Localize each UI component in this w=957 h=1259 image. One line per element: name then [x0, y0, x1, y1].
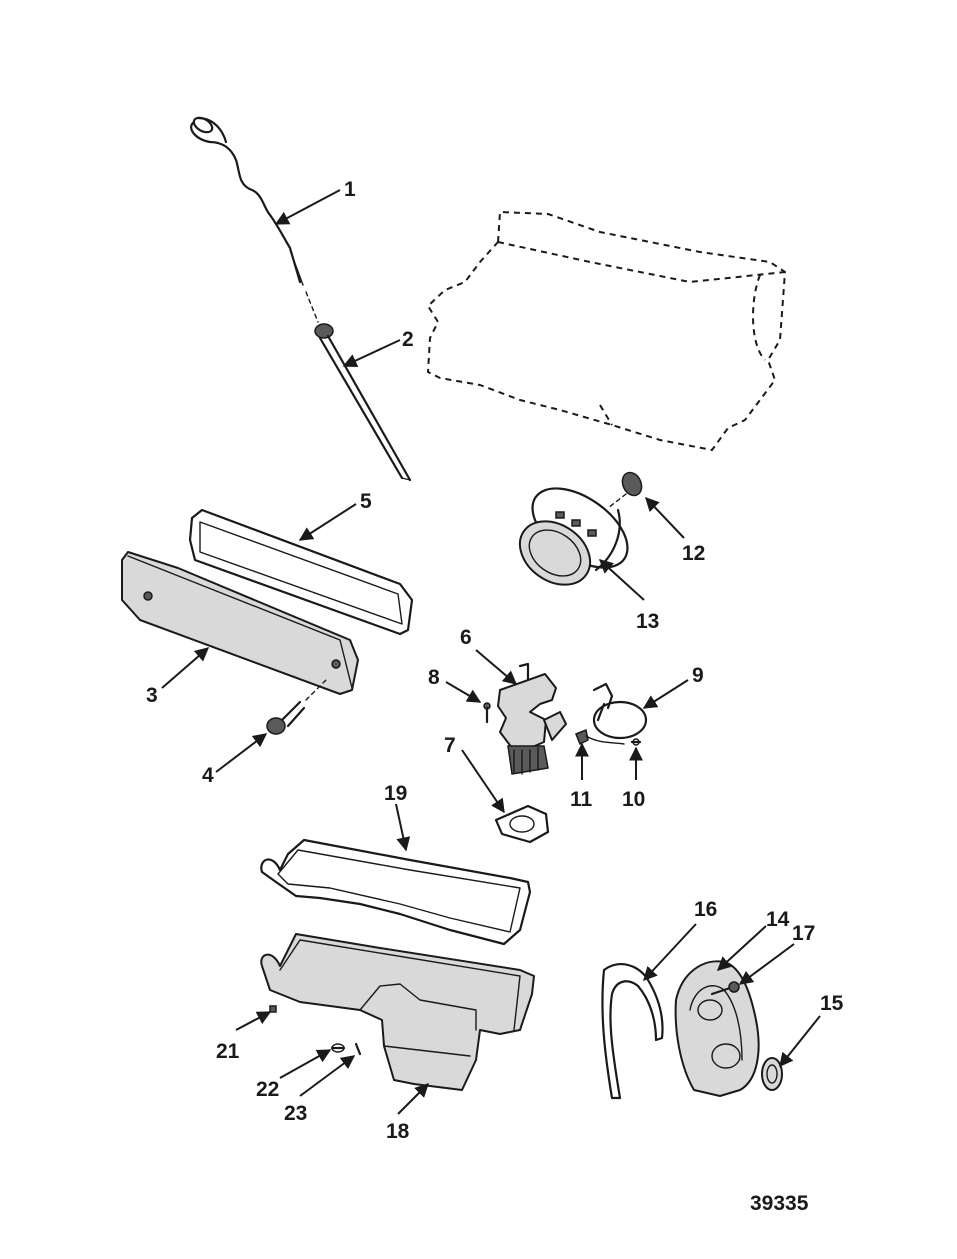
engine-block-outline [427, 211, 786, 451]
callout-3: 3 [146, 684, 158, 707]
pan-washer [269, 1005, 277, 1013]
oil-filter [518, 487, 629, 586]
pickup-bolt [630, 738, 642, 746]
leader-8 [445, 681, 482, 703]
leader-19 [395, 803, 411, 852]
callout-2: 2 [402, 328, 414, 351]
leader-9 [642, 679, 689, 709]
drain-plug [330, 1043, 346, 1053]
dipstick [190, 116, 319, 323]
callout-7: 7 [444, 734, 456, 757]
callout-22: 22 [256, 1078, 279, 1101]
callout-11: 11 [570, 788, 593, 811]
pickup-nut [575, 728, 625, 746]
oil-pump [497, 662, 567, 775]
timing-cover-gasket [601, 963, 664, 1100]
leader-3 [161, 647, 210, 689]
leader-5 [298, 503, 357, 541]
filter-fitting [607, 471, 643, 509]
callout-6: 6 [460, 626, 472, 649]
callout-17: 17 [792, 922, 815, 945]
pickup-screen [592, 682, 648, 740]
callout-9: 9 [692, 664, 704, 687]
dipstick-tube [314, 323, 412, 482]
callout-13: 13 [636, 610, 659, 633]
pump-gasket [494, 804, 550, 844]
pump-screw [483, 702, 491, 724]
callout-23: 23 [284, 1102, 307, 1125]
callout-labels: 1 2 3 4 5 6 7 8 9 10 11 12 13 14 15 16 1… [146, 178, 844, 1143]
callout-21: 21 [216, 1040, 240, 1063]
callout-12: 12 [682, 542, 705, 565]
leader-13 [598, 559, 645, 601]
leader-18 [397, 1083, 429, 1115]
drain-gasket [354, 1042, 362, 1056]
leader-6 [475, 649, 518, 685]
callout-14: 14 [766, 908, 790, 931]
leader-17 [738, 943, 795, 985]
valve-cover [121, 551, 359, 695]
leader-2 [342, 339, 401, 368]
oil-pan [260, 933, 535, 1091]
callout-15: 15 [820, 992, 844, 1015]
leader-12 [645, 496, 685, 539]
figure-number: 39335 [750, 1192, 809, 1215]
leader-7 [461, 749, 505, 814]
leader-4 [215, 733, 268, 773]
valve-cover-gasket [188, 508, 414, 636]
leader-23 [299, 1055, 356, 1097]
callout-19: 19 [384, 782, 407, 805]
leader-15 [779, 1015, 821, 1068]
leader-1 [274, 189, 341, 225]
callout-8: 8 [428, 666, 440, 689]
callout-10: 10 [622, 788, 645, 811]
leader-16 [643, 923, 697, 982]
crank-seal [761, 1057, 783, 1091]
leader-21 [235, 1011, 272, 1031]
valve-cover-bolt [266, 679, 327, 735]
timing-cover-bolt [710, 981, 740, 996]
leader-22 [279, 1049, 332, 1079]
timing-cover [674, 960, 760, 1097]
callout-1: 1 [344, 178, 356, 201]
oil-pan-gasket [260, 838, 532, 946]
callout-4: 4 [202, 764, 214, 787]
callout-18: 18 [386, 1120, 410, 1143]
callout-5: 5 [360, 490, 372, 513]
leader-lines [161, 189, 821, 1115]
leader-14 [716, 925, 767, 971]
callout-16: 16 [694, 898, 717, 921]
